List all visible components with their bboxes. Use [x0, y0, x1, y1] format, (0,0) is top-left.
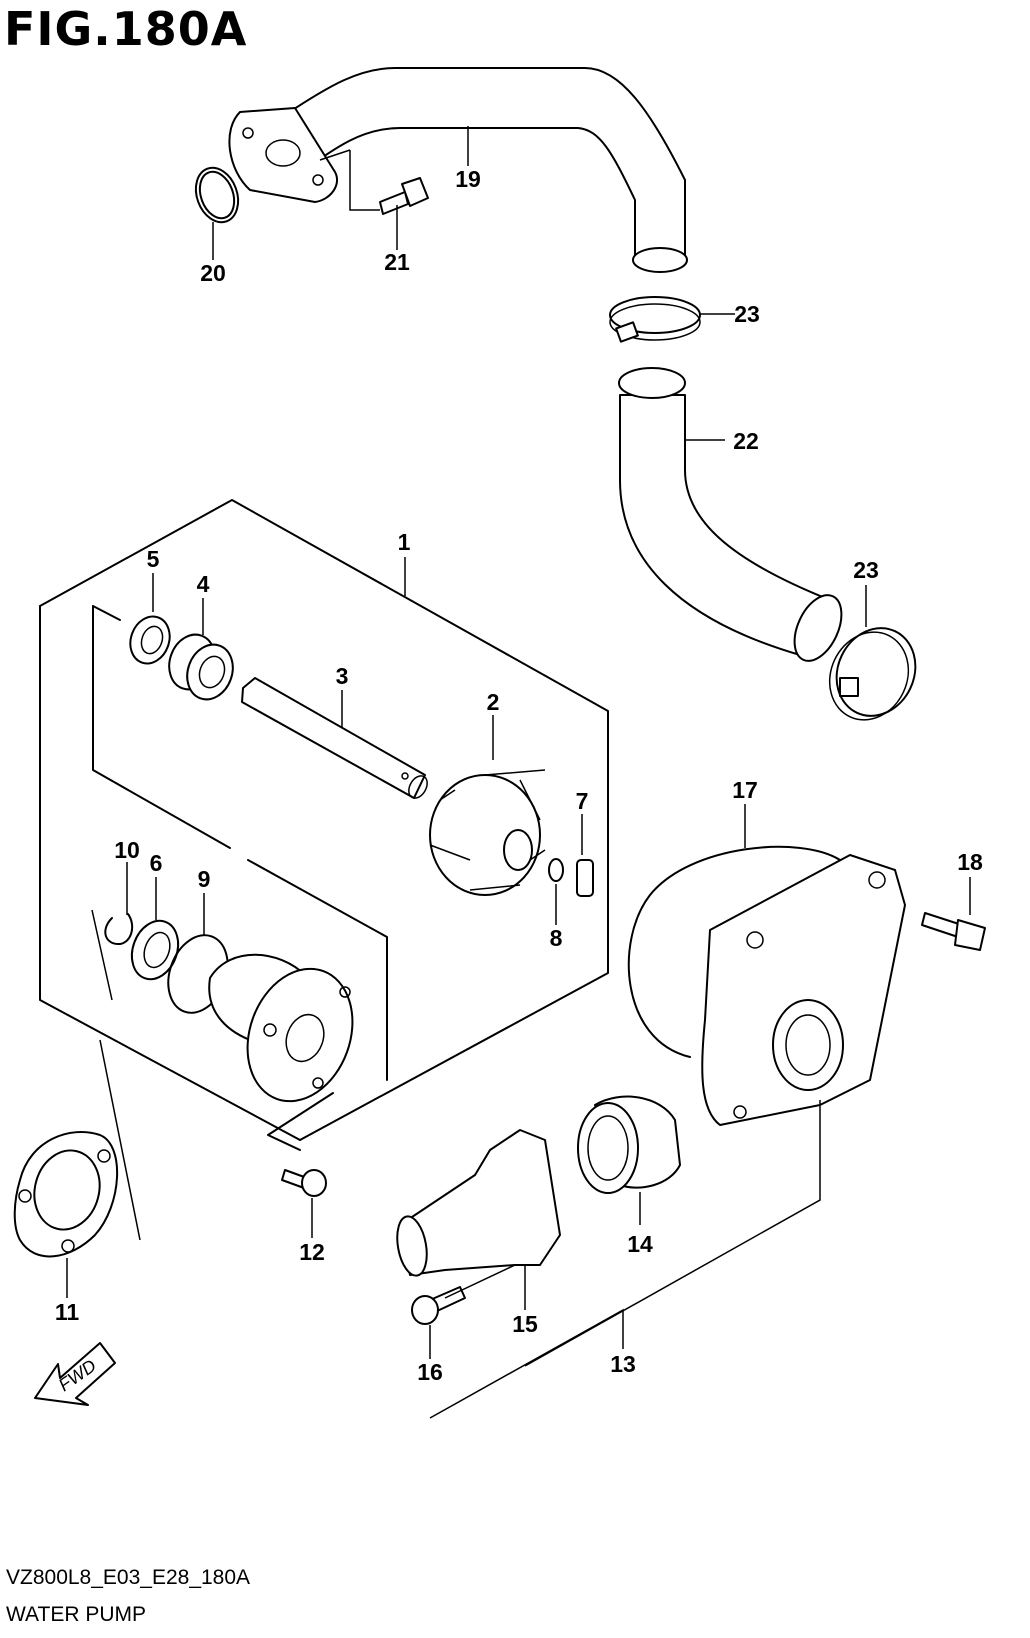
figure-code: VZ800L8_E03_E28_180A: [6, 1566, 251, 1589]
callout-21: 21: [384, 249, 410, 275]
o-ring-20: [194, 166, 240, 224]
hose-clamp-23-upper: [609, 296, 701, 343]
callout-10: 10: [114, 837, 140, 863]
callout-22: 22: [733, 428, 759, 454]
callout-19: 19: [455, 166, 481, 192]
callout-18: 18: [957, 849, 983, 875]
callout-16: 16: [417, 1359, 443, 1385]
hose-22: [618, 367, 843, 662]
thermostat-14: [577, 1095, 681, 1194]
callout-5: 5: [147, 546, 160, 572]
callout-13: 13: [610, 1351, 636, 1377]
impeller-2: [429, 769, 546, 896]
circlip-10: [104, 913, 134, 946]
callout-3: 3: [336, 663, 349, 689]
callout-12: 12: [299, 1239, 325, 1265]
bolt-21: [379, 177, 429, 215]
callout-8: 8: [550, 925, 563, 951]
o-ring-8: [548, 858, 564, 882]
leader-lines: [66, 126, 971, 1419]
screw-12: [281, 1169, 327, 1197]
callout-23-upper: 23: [734, 301, 760, 327]
callout-6: 6: [150, 850, 163, 876]
gasket-11: [13, 1131, 118, 1258]
thermostat-housing-17: [627, 845, 906, 1126]
water-pipe-19: [228, 67, 688, 273]
mechanical-seal-4: [168, 633, 234, 701]
pump-kit-bracket-1: [39, 499, 609, 1151]
callout-14: 14: [627, 1231, 653, 1257]
water-outlet-15: [396, 1129, 561, 1277]
callout-numbers: 1 2 3 4 5 6 7 8 9 10 11 12 13 14 15 16 1…: [55, 166, 983, 1385]
callout-11: 11: [55, 1299, 80, 1325]
callout-20: 20: [200, 260, 226, 286]
dowel-pin-7: [576, 859, 594, 897]
bolt-18: [921, 912, 986, 951]
callout-15: 15: [512, 1311, 538, 1337]
oil-seal-5: [129, 615, 171, 665]
callout-23-lower: 23: [853, 557, 879, 583]
callout-9: 9: [198, 866, 211, 892]
callout-4: 4: [197, 571, 210, 597]
callout-2: 2: [487, 689, 500, 715]
callout-1: 1: [398, 529, 411, 555]
fwd-arrow-icon: FWD: [34, 1342, 116, 1406]
hose-clamp-23-lower: [828, 627, 917, 721]
callout-17: 17: [732, 777, 758, 803]
pump-housing: [208, 953, 354, 1103]
bearing-6: [130, 919, 180, 981]
figure-name: WATER PUMP: [6, 1603, 146, 1626]
callout-7: 7: [576, 788, 589, 814]
pump-shaft-3: [241, 677, 428, 799]
figure-title: FIG.180A: [4, 2, 248, 56]
